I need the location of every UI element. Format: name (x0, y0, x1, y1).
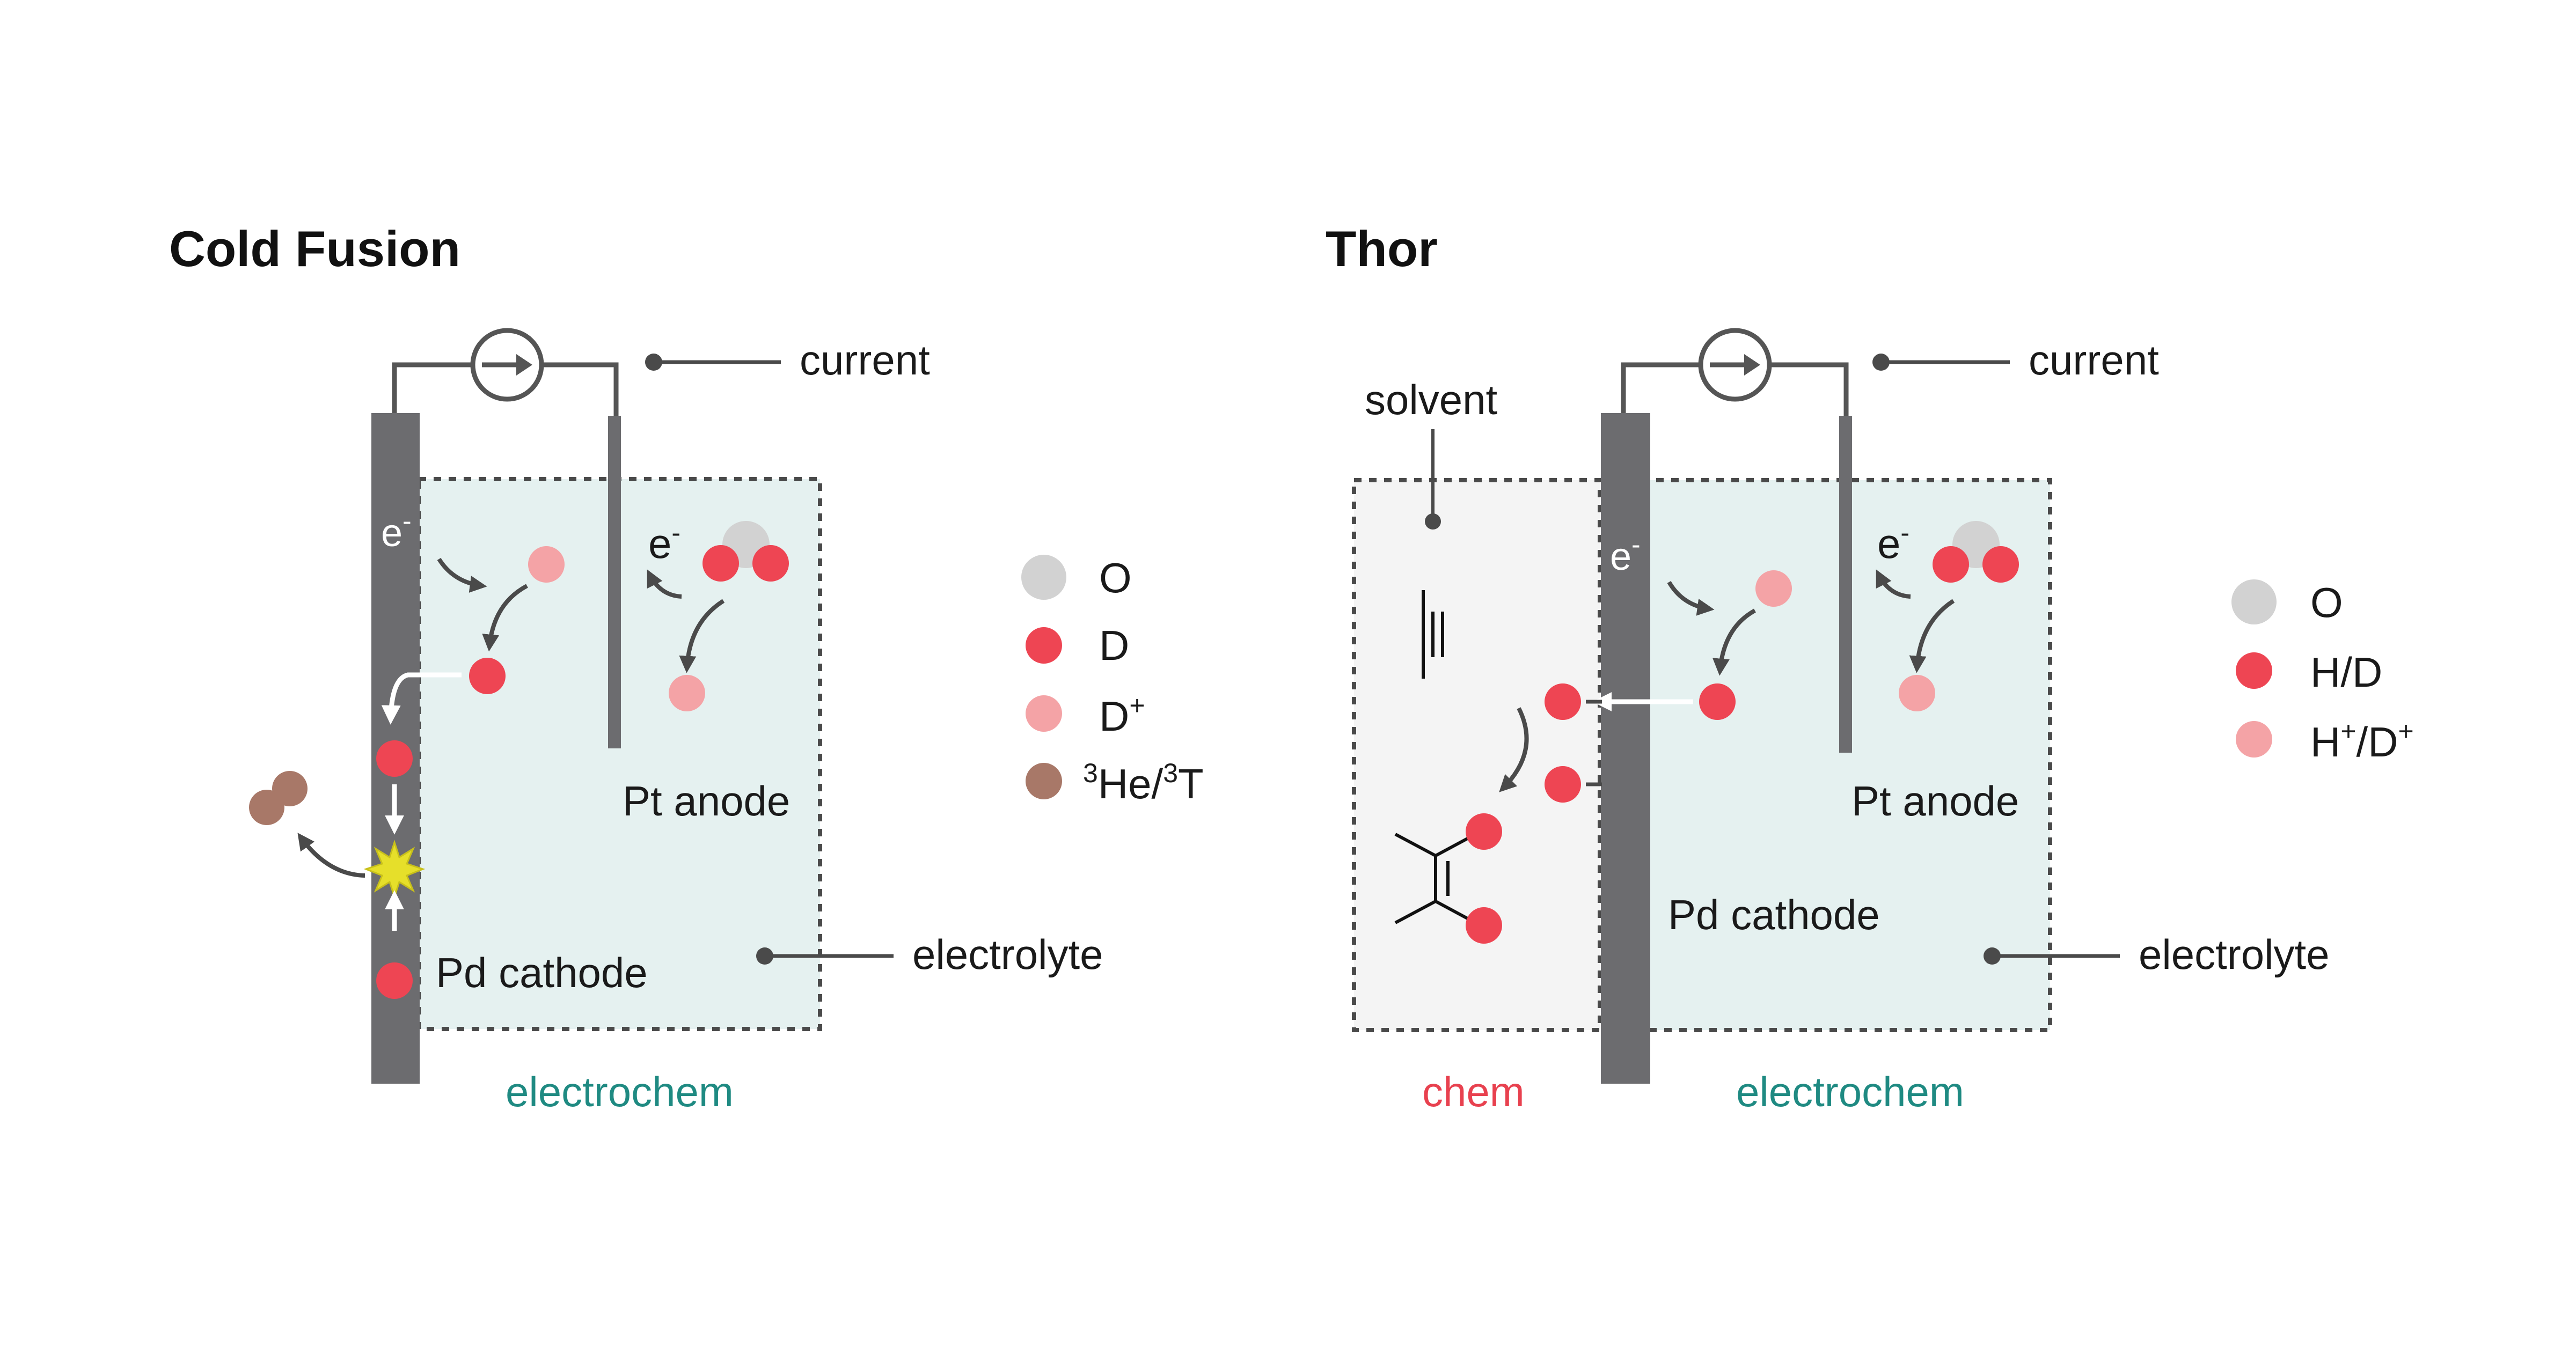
product-release-arrow (297, 833, 365, 878)
h2o-molecule (1933, 521, 2019, 583)
d-atom-in-lattice-bottom (376, 962, 413, 999)
thor-cathode-electron-label: e- (1610, 530, 1641, 578)
thor-atom-adsorbed (1699, 683, 1736, 720)
thor-anode-electron-label: e- (1877, 518, 1909, 567)
cathode-electron-label: e- (381, 506, 412, 555)
d2o-dissociation-arrow (679, 599, 725, 673)
thor-atom-solvent-bottom (1545, 766, 1581, 803)
thor-dissociation-arrow (1909, 599, 1955, 673)
pd-cathode-label: Pd cathode (436, 949, 648, 996)
cathode-electron-arrow (437, 557, 487, 593)
legend-d-ion-label: D+ (1099, 690, 1145, 740)
legend-d-ion-swatch (1026, 695, 1062, 732)
cold-fusion-panel: Cold Fusion current e- e- (169, 220, 1204, 1115)
thor-reduction-arrow (1713, 608, 1756, 676)
d-ion-at-anode (669, 675, 705, 711)
solvent-label: solvent (1365, 376, 1497, 423)
cathode-wire (392, 362, 472, 413)
thor-ion-near-cathode (1755, 570, 1792, 607)
pt-anode-electrode (608, 416, 621, 748)
thor-pt-anode-electrode (1839, 416, 1852, 753)
thor-pd-cathode-electrode (1601, 413, 1650, 1084)
cold-fusion-legend: O D D+ 3He/3T (1021, 554, 1204, 807)
anode-electron-arrow (647, 569, 682, 599)
d-absorption-arrow (381, 672, 462, 725)
pt-anode-label: Pt anode (623, 777, 790, 825)
anode-electron-label: e- (648, 518, 680, 567)
d-reduction-arrow (482, 584, 528, 652)
thor-current-label: current (2029, 336, 2159, 384)
thor-electrolyte-label: electrolyte (2139, 931, 2330, 978)
thor-panel: Thor current solvent e- e- (1326, 220, 2414, 1115)
legend-d-swatch (1026, 627, 1062, 664)
thor-pd-cathode-label: Pd cathode (1668, 891, 1880, 938)
chem-label: chem (1422, 1068, 1525, 1115)
legend-oxygen-label: O (1099, 554, 1132, 601)
thor-hydrogenation-arrow (1499, 707, 1529, 792)
thor-cathode-wire (1621, 362, 1700, 413)
legend-he-t-label: 3He/3T (1083, 758, 1204, 807)
thor-legend-oxygen-swatch (2231, 579, 2277, 624)
thor-atom-solvent-top (1545, 683, 1581, 720)
current-label: current (800, 336, 930, 384)
thor-electrochem-label: electrochem (1736, 1068, 1964, 1115)
solvent-region (1352, 478, 1602, 1032)
d-ion-near-cathode (528, 546, 565, 583)
thor-title: Thor (1326, 220, 1438, 277)
thor-anode-wire (1770, 362, 1849, 418)
thor-cathode-electron-arrow (1667, 580, 1715, 616)
d-atom-adsorbed (469, 658, 506, 694)
thor-legend-oxygen-label: O (2310, 579, 2343, 626)
solvent-pointer-dot (1425, 513, 1441, 530)
anode-wire (542, 362, 619, 418)
thor-pt-anode-label: Pt anode (1851, 777, 2019, 825)
legend-oxygen-swatch (1021, 555, 1066, 600)
thor-legend-ion-label: H+/D+ (2310, 716, 2414, 766)
current-source-icon (470, 328, 544, 402)
d-atom-in-lattice-top (376, 740, 413, 777)
thor-current-source-icon (1698, 328, 1772, 402)
thor-anode-electron-arrow (1876, 569, 1911, 599)
thor-ion-at-anode (1899, 675, 1935, 711)
electrolyte-label: electrolyte (912, 931, 1103, 978)
d2o-molecule (702, 521, 789, 582)
legend-d-label: D (1099, 622, 1129, 669)
battery-icon (1422, 590, 1444, 679)
legend-he-t-swatch (1026, 763, 1062, 799)
cold-fusion-title: Cold Fusion (169, 220, 460, 277)
hydrogenated-alkene (1394, 813, 1502, 944)
thor-legend-ion-swatch (2236, 721, 2272, 758)
thor-legend: O H/D H+/D+ (2231, 579, 2414, 766)
thor-legend-hd-label: H/D (2310, 649, 2382, 696)
electrochem-label: electrochem (506, 1068, 734, 1115)
he-t-product (249, 771, 308, 825)
thor-legend-hd-swatch (2236, 652, 2272, 689)
